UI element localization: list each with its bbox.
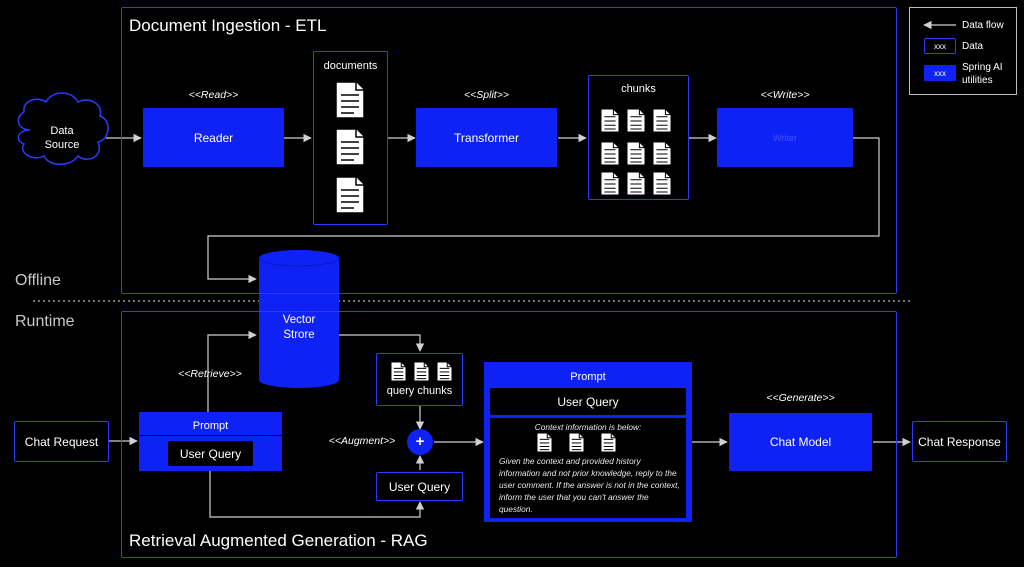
- legend-data-label: Data: [962, 41, 984, 52]
- document-icon: [626, 141, 646, 166]
- document-icon: [335, 128, 365, 166]
- legend: Data flow xxx Data xxx Spring AI utiliti…: [909, 7, 1017, 95]
- legend-data-sample: xxx: [924, 38, 956, 54]
- vector-store-cylinder: [258, 250, 340, 388]
- write-stereotype: <<Write>>: [760, 89, 810, 101]
- document-icon: [536, 432, 553, 453]
- document-icon: [436, 361, 453, 382]
- document-icon: [626, 171, 646, 196]
- read-stereotype: <<Read>>: [188, 89, 239, 101]
- rag-section: [121, 311, 897, 558]
- prompt-user-query: User Query: [168, 441, 253, 466]
- arrow-prompt-to-vectorstore: [207, 330, 257, 412]
- augment-plus-circle: [407, 429, 433, 455]
- documents-label: documents: [323, 60, 378, 72]
- retrieve-stereotype: <<Retrieve>>: [178, 368, 242, 380]
- generate-stereotype: <<Generate>>: [766, 392, 835, 404]
- document-icon: [335, 176, 365, 214]
- document-icon: [390, 361, 407, 382]
- transformer-box: Transformer: [416, 108, 557, 167]
- augment-plus-symbol: +: [415, 433, 425, 450]
- prompt-header: Prompt: [192, 420, 229, 432]
- chat-model-box: Chat Model: [729, 413, 872, 471]
- arrow-writer-to-vectorstore: [207, 137, 880, 284]
- document-icon: [568, 432, 585, 453]
- arrow-vectorstore-to-querychunks: [338, 334, 425, 352]
- document-icon: [335, 81, 365, 119]
- chat-request-box: Chat Request: [14, 421, 109, 462]
- writer-box: Writer: [717, 108, 853, 167]
- document-icon: [652, 171, 672, 196]
- context-panel: Context information is below: Given the …: [490, 418, 686, 518]
- offline-label: Offline: [15, 272, 61, 289]
- writer-label: Writer: [773, 132, 797, 143]
- rag-title: Retrieval Augmented Generation - RAG: [129, 531, 428, 550]
- document-icon: [600, 432, 617, 453]
- augmented-user-query: User Query: [490, 388, 686, 415]
- reader-box: Reader: [143, 108, 284, 167]
- context-instruction: Given the context and provided history i…: [499, 456, 680, 514]
- document-icon: [600, 108, 620, 133]
- document-icon: [413, 361, 430, 382]
- data-source-cloud: [17, 92, 109, 165]
- prompt-box: Prompt User Query: [139, 412, 282, 471]
- augmented-prompt-header: Prompt: [570, 371, 606, 383]
- runtime-label: Runtime: [15, 313, 75, 330]
- augmented-prompt-box: Prompt User Query Context information is…: [484, 362, 692, 522]
- legend-spring-label: Spring AI utilities: [962, 62, 1003, 86]
- legend-data-flow-label: Data flow: [962, 20, 1004, 31]
- data-source-label: Data Source: [44, 125, 80, 151]
- etl-section: [121, 7, 897, 294]
- query-chunks-label: query chunks: [386, 385, 453, 397]
- context-info-label: Context information is below:: [534, 422, 642, 432]
- chunks-label: chunks: [621, 83, 656, 95]
- split-stereotype: <<Split>>: [464, 89, 509, 101]
- document-icon: [600, 171, 620, 196]
- user-query-box: User Query: [376, 472, 463, 501]
- document-icon: [626, 108, 646, 133]
- etl-title: Document Ingestion - ETL: [129, 16, 327, 35]
- chat-response-box: Chat Response: [912, 421, 1007, 462]
- arrow-prompt-to-userquery: [209, 471, 425, 518]
- document-icon: [652, 108, 672, 133]
- document-icon: [600, 141, 620, 166]
- document-icon: [652, 141, 672, 166]
- vector-store-label: Vector Strore: [282, 314, 316, 341]
- augment-stereotype: <<Augment>>: [328, 435, 396, 447]
- legend-spring-sample: xxx: [924, 65, 956, 81]
